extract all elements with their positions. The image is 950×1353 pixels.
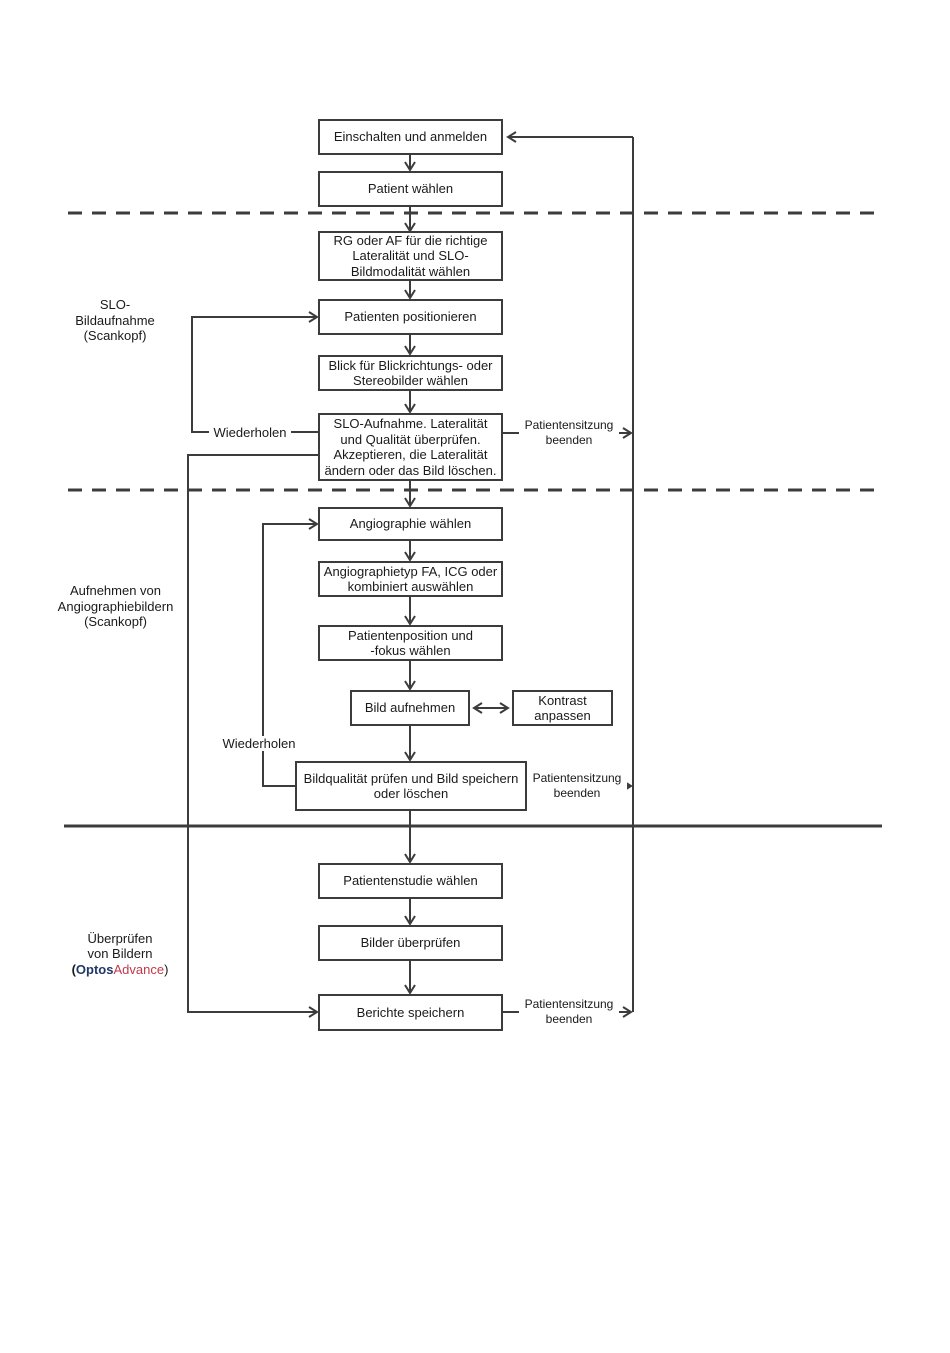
section-label-review-brand: (OptosAdvance)	[40, 962, 200, 978]
label-patientensitzung-beenden-review: Patientensitzung beenden	[519, 997, 619, 1026]
section-label-review-title: Überprüfen von Bildern	[87, 930, 153, 962]
flow-node-rg-af: RG oder AF für die richtige Lateralität …	[318, 231, 503, 281]
flow-node-bilder-ueberpruefen: Bilder überprüfen	[318, 925, 503, 961]
label-wiederholen-angio: Wiederholen	[221, 736, 297, 751]
flow-node-patienten-positionieren: Patienten positionieren	[318, 299, 503, 335]
flow-node-patientenstudie: Patientenstudie wählen	[318, 863, 503, 899]
section-label-slo: SLO- Bildaufnahme (Scankopf)	[75, 297, 155, 343]
contrast-double-arrow	[472, 702, 510, 714]
angio-repeat-loop	[262, 518, 319, 787]
section-label-angio: Aufnehmen von Angiographiebildern (Scank…	[57, 583, 174, 629]
flow-node-angiographietyp: Angiographietyp FA, ICG oder kombiniert …	[318, 561, 503, 597]
flow-node-blick-waehlen: Blick für Blickrichtungs- oder Stereobil…	[318, 355, 503, 391]
slo-repeat-loop	[191, 311, 319, 433]
brand-advance: Advance	[113, 961, 165, 977]
flow-node-bild-aufnehmen: Bild aufnehmen	[350, 690, 470, 726]
left-long-line	[187, 454, 319, 1018]
brand-optos: Optos	[75, 961, 114, 977]
flow-node-einschalten: Einschalten und anmelden	[318, 119, 503, 155]
section-label-review: Überprüfen von Bildern (OptosAdvance)	[40, 915, 200, 993]
flow-node-bildqualitaet: Bildqualität prüfen und Bild speichern o…	[295, 761, 527, 811]
brand-paren-close: )	[164, 961, 169, 977]
right-return-line	[503, 131, 634, 1018]
brand-paren-open: (	[71, 961, 76, 977]
label-wiederholen-slo: Wiederholen	[209, 425, 291, 440]
flow-node-patientenposition-fokus: Patientenposition und -fokus wählen	[318, 625, 503, 661]
flow-node-kontrast-anpassen: Kontrast anpassen	[512, 690, 613, 726]
flow-node-slo-aufnahme: SLO-Aufnahme. Lateralität und Qualität ü…	[318, 413, 503, 481]
flow-node-patient-waehlen: Patient wählen	[318, 171, 503, 207]
flow-node-angiographie-waehlen: Angiographie wählen	[318, 507, 503, 541]
label-patientensitzung-beenden-slo: Patientensitzung beenden	[519, 418, 619, 447]
flow-node-berichte-speichern: Berichte speichern	[318, 994, 503, 1031]
label-patientensitzung-beenden-angio: Patientensitzung beenden	[527, 771, 627, 800]
